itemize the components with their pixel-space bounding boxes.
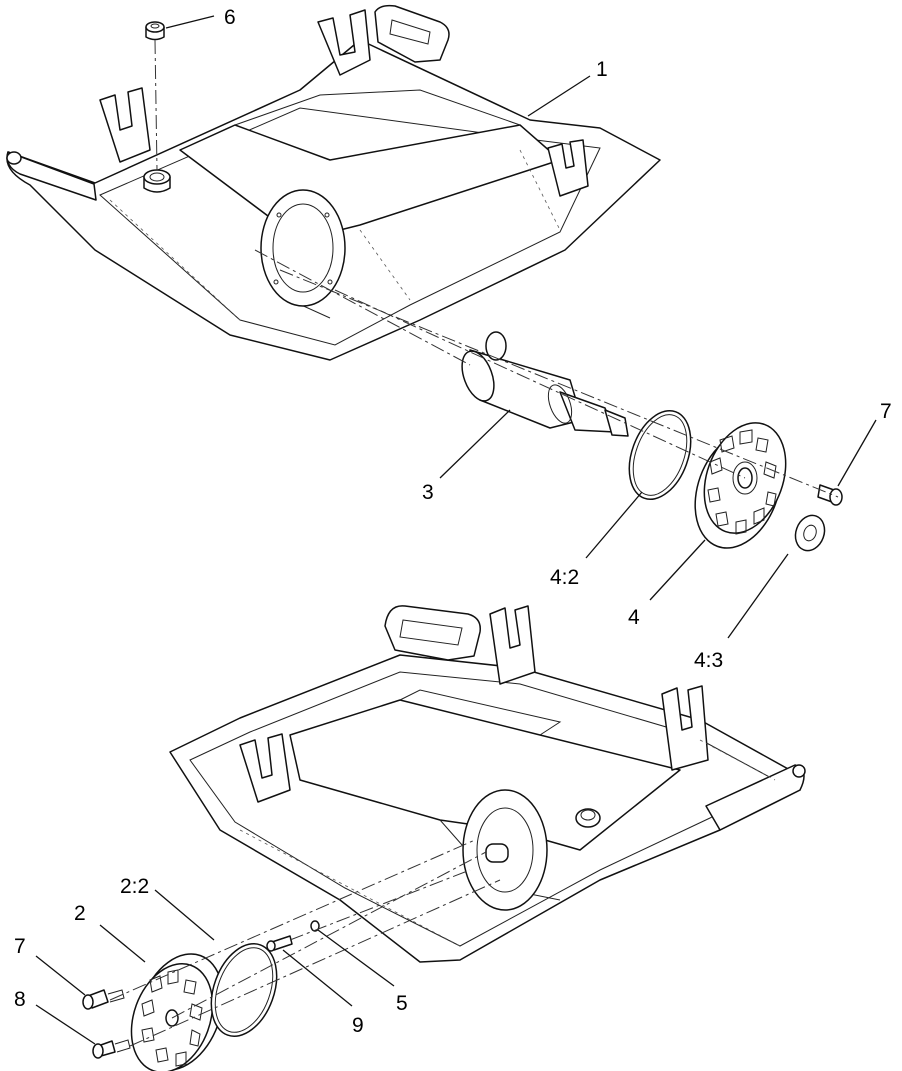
callout-5: 5 — [396, 992, 408, 1015]
callout-4-3: 4:3 — [694, 649, 723, 672]
callout-8: 8 — [14, 988, 26, 1011]
centerline-part-6 — [154, 39, 158, 171]
callout-3: 3 — [422, 481, 434, 504]
chassis-plate-top — [6, 4, 661, 361]
callout-4-2: 4:2 — [550, 566, 579, 589]
part-9-screw — [266, 935, 293, 952]
callout-1: 1 — [596, 58, 608, 81]
part-4-2-o-ring — [628, 409, 692, 501]
callout-2: 2 — [74, 902, 86, 925]
part-6-grease-fitting — [143, 21, 171, 193]
callout-2-2: 2:2 — [120, 875, 149, 898]
part-4-3-washer — [794, 514, 826, 552]
chassis-plate-bottom — [169, 605, 806, 963]
part-4-bearing-cover — [694, 422, 787, 549]
part-5-fitting — [310, 920, 320, 932]
part-8-bolt — [92, 1039, 131, 1059]
callout-9: 9 — [352, 1014, 364, 1037]
part-3-eccentric-shaft — [461, 331, 629, 437]
callout-4: 4 — [628, 606, 640, 629]
callout-6: 6 — [224, 6, 236, 29]
leader-lines — [35, 15, 877, 1045]
part-7-bolt-bottom — [82, 989, 125, 1010]
callout-7-top: 7 — [880, 400, 892, 423]
part-7-cap-screw-top — [817, 484, 843, 506]
assembly-centerlines — [109, 249, 839, 1047]
part-2-2-o-ring — [210, 942, 278, 1038]
callout-7-bottom: 7 — [14, 935, 26, 958]
